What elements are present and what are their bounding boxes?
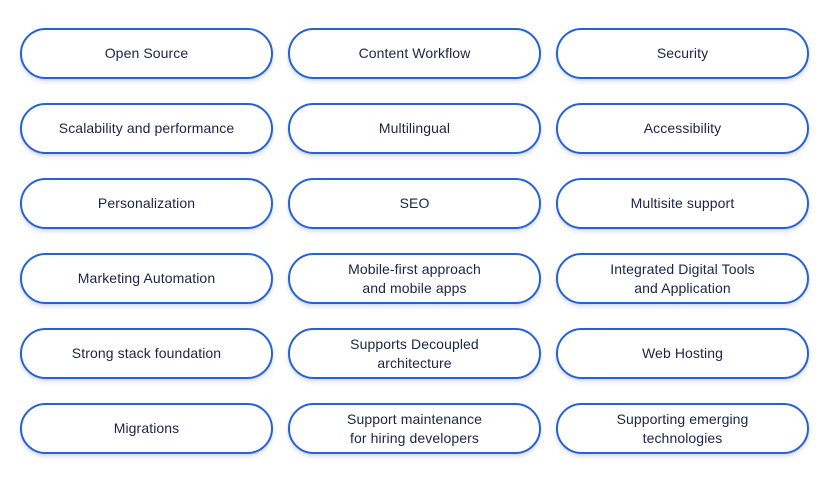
feature-pill-marketing-automation[interactable]: Marketing Automation <box>20 253 273 304</box>
feature-pill-label: Content Workflow <box>358 45 471 61</box>
feature-pill-scalability-and-performance[interactable]: Scalability and performance <box>20 103 273 154</box>
feature-pill-label: Supports Decoupled architecture <box>350 335 479 371</box>
feature-pill-label: Security <box>656 45 709 61</box>
feature-pill-seo[interactable]: SEO <box>288 178 541 229</box>
feature-pill-label: Integrated Digital Tools and Application <box>610 260 755 296</box>
feature-pill-label: Support maintenance for hiring developer… <box>347 410 482 446</box>
feature-pill-accessibility[interactable]: Accessibility <box>556 103 809 154</box>
feature-pill-label: Supporting emerging technologies <box>616 410 749 446</box>
feature-pill-label: Strong stack foundation <box>71 345 222 361</box>
feature-pill-label: Mobile-first approach and mobile apps <box>348 260 481 296</box>
feature-pill-mobile-first-approach[interactable]: Mobile-first approach and mobile apps <box>288 253 541 304</box>
feature-pill-label: Personalization <box>97 195 196 211</box>
feature-pill-supports-decoupled-architecture[interactable]: Supports Decoupled architecture <box>288 328 541 379</box>
feature-pill-web-hosting[interactable]: Web Hosting <box>556 328 809 379</box>
feature-pill-multilingual[interactable]: Multilingual <box>288 103 541 154</box>
feature-pill-multisite-support[interactable]: Multisite support <box>556 178 809 229</box>
feature-pill-content-workflow[interactable]: Content Workflow <box>288 28 541 79</box>
feature-pill-label: Migrations <box>113 420 180 436</box>
feature-pill-label: Multilingual <box>378 120 451 136</box>
feature-pill-label: Accessibility <box>643 120 722 136</box>
feature-pill-label: SEO <box>399 195 430 211</box>
feature-pill-support-maintenance[interactable]: Support maintenance for hiring developer… <box>288 403 541 454</box>
feature-pill-supporting-emerging-technologies[interactable]: Supporting emerging technologies <box>556 403 809 454</box>
feature-pill-open-source[interactable]: Open Source <box>20 28 273 79</box>
feature-pill-label: Scalability and performance <box>58 120 235 136</box>
feature-pill-strong-stack-foundation[interactable]: Strong stack foundation <box>20 328 273 379</box>
feature-pill-label: Multisite support <box>630 195 735 211</box>
feature-pill-personalization[interactable]: Personalization <box>20 178 273 229</box>
feature-pill-label: Open Source <box>104 45 189 61</box>
feature-pill-integrated-digital-tools[interactable]: Integrated Digital Tools and Application <box>556 253 809 304</box>
feature-pill-label: Web Hosting <box>642 345 723 361</box>
feature-pill-label: Marketing Automation <box>77 270 216 286</box>
feature-pill-migrations[interactable]: Migrations <box>20 403 273 454</box>
feature-pill-security[interactable]: Security <box>556 28 809 79</box>
